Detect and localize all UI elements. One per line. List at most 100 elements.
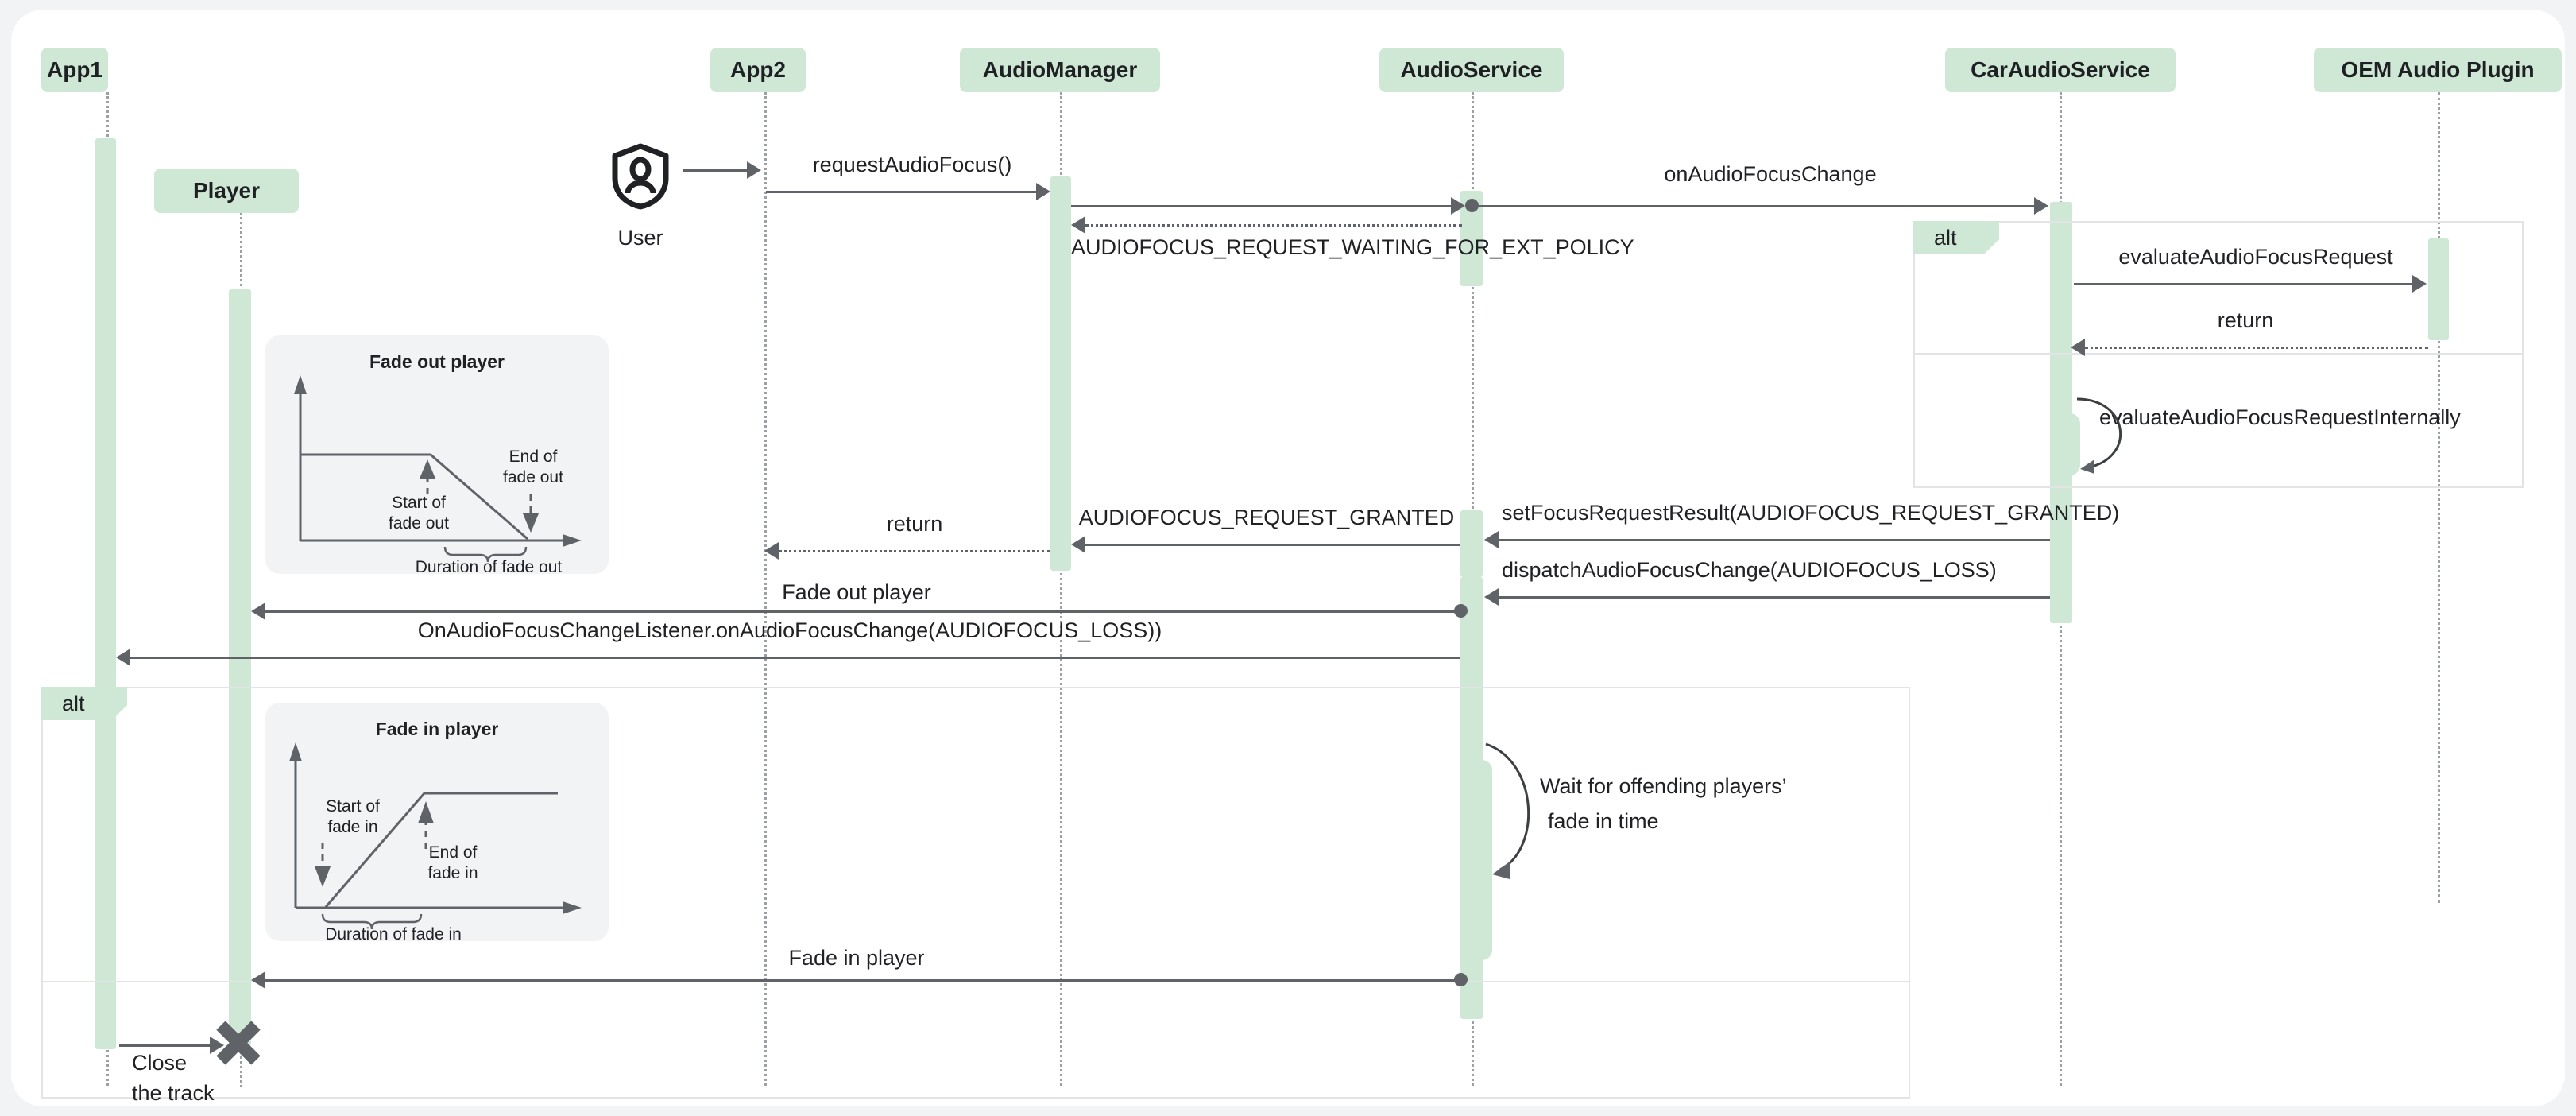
message-label-oem-return: return <box>2217 308 2274 332</box>
note-annotation-duration-fade-in: Duration of fade in <box>325 925 462 944</box>
participant-app1[interactable]: App1 <box>41 48 108 92</box>
message-label-on-audio-focus-change: onAudioFocusChange <box>1664 162 1877 186</box>
participant-label: AudioManager <box>982 57 1138 82</box>
message-label-request-granted: AUDIOFOCUS_REQUEST_GRANTED <box>1078 506 1455 529</box>
fragment-alt-top-tag[interactable]: alt <box>1913 221 1999 254</box>
actor-user[interactable] <box>609 143 672 210</box>
arrow-set-focus-request-result <box>1484 531 1499 548</box>
arrow-fade-out-player <box>251 603 265 620</box>
arrow-oem-return <box>2071 339 2085 356</box>
activation-oemplugin <box>2428 238 2449 340</box>
note-annotation-duration-fade-out: Duration of fade out <box>415 558 563 576</box>
note-annotation-end-fade-out: End of fade out <box>503 448 563 486</box>
message-line-fade-out-player <box>265 610 1460 613</box>
self-call-arc-audioservice <box>1485 742 1530 879</box>
participant-audioservice[interactable]: AudioService <box>1379 48 1564 92</box>
message-origin-dot-fade-in <box>1454 973 1468 986</box>
diagram-canvas: App1 Player App2 AudioManager AudioServi… <box>11 10 2565 1106</box>
fade-in-chart <box>289 742 582 930</box>
fragment-label: alt <box>1934 226 1957 250</box>
message-label-wait-fade-in-line2: fade in time <box>1548 809 1659 833</box>
message-label-waiting-ext-policy: AUDIOFOCUS_REQUEST_WAITING_FOR_EXT_POLIC… <box>1071 235 1634 259</box>
shield-person-icon <box>612 143 669 210</box>
activation-caraudioservice-self <box>2060 413 2080 475</box>
message-line-dispatch-audio-focus-change <box>1499 596 2050 599</box>
note-fade-in-player: Fade in player Start of fade in End of f… <box>265 703 609 944</box>
actor-user-label: User <box>617 226 663 250</box>
message-line-user-app2 <box>683 169 748 172</box>
message-line-request-audio-focus <box>766 191 1041 193</box>
message-line-am-return <box>779 550 1050 552</box>
message-origin-dot-fade-out <box>1454 604 1468 618</box>
lifeline-termination-x-icon <box>216 1021 261 1065</box>
lifeline-audiomanager <box>1060 92 1062 1086</box>
message-origin-dot-on-audio-focus-change <box>1465 199 1479 212</box>
arrow-request-granted <box>1071 536 1085 553</box>
message-line-am-to-as <box>1071 205 1464 207</box>
arrow-on-audio-focus-change-listener <box>116 649 130 666</box>
fragment-alt-bottom <box>41 687 1910 1099</box>
participant-caraudioservice[interactable]: CarAudioService <box>1945 48 2176 92</box>
note-fade-out-player: Fade out player Start of fade out End of… <box>265 335 609 576</box>
note-title-fade-in: Fade in player <box>375 719 499 739</box>
message-line-set-focus-request-result <box>1499 539 2050 541</box>
message-line-on-audio-focus-change-listener <box>130 657 1460 659</box>
message-label-on-audio-focus-change-listener: OnAudioFocusChangeListener.onAudioFocusC… <box>417 618 1162 642</box>
lifeline-oemplugin <box>2438 92 2440 903</box>
fragment-label: alt <box>62 692 85 715</box>
message-line-close-the-track <box>119 1044 215 1047</box>
message-label-fade-out-player: Fade out player <box>782 580 931 604</box>
message-line-oem-return <box>2085 347 2428 349</box>
message-label-am-return: return <box>886 512 943 536</box>
participant-player[interactable]: Player <box>154 169 299 213</box>
message-label-close-track-line2: the track <box>132 1081 215 1105</box>
arrow-evaluate-audio-focus-request <box>2412 275 2427 293</box>
fragment-alt-bottom-divider <box>41 981 1910 982</box>
participant-audiomanager[interactable]: AudioManager <box>960 48 1160 92</box>
message-label-dispatch-audio-focus-change: dispatchAudioFocusChange(AUDIOFOCUS_LOSS… <box>1502 558 1997 582</box>
note-annotation-end-fade-in: End of fade in <box>427 843 478 882</box>
note-title-fade-out: Fade out player <box>369 351 505 372</box>
note-annotation-start-fade-in: Start of fade in <box>326 797 380 836</box>
participant-label: CarAudioService <box>1971 57 2150 82</box>
participant-app2[interactable]: App2 <box>710 48 806 92</box>
message-label-set-focus-request-result: setFocusRequestResult(AUDIOFOCUS_REQUEST… <box>1502 501 2120 525</box>
participant-label: App2 <box>730 57 786 82</box>
message-line-waiting-ext-policy <box>1085 224 1462 227</box>
fragment-alt-bottom-tag[interactable]: alt <box>41 687 127 720</box>
message-label-evaluate-internally: evaluateAudioFocusRequestInternally <box>2099 405 2461 429</box>
participant-label: App1 <box>47 57 102 82</box>
activation-audiomanager <box>1050 176 1071 571</box>
arrow-dispatch-audio-focus-change <box>1484 588 1499 606</box>
lifeline-app2 <box>764 92 767 1086</box>
message-label-fade-in-player: Fade in player <box>788 946 925 970</box>
message-line-request-granted <box>1085 544 1460 546</box>
fade-out-chart <box>294 375 582 563</box>
message-line-fade-in-player <box>265 979 1460 982</box>
activation-player <box>229 289 251 1046</box>
message-label-request-audio-focus: requestAudioFocus() <box>812 153 1012 176</box>
arrow-fade-in-player <box>251 971 265 989</box>
fragment-alt-top-divider <box>1913 353 2524 355</box>
participant-label: OEM Audio Plugin <box>2341 57 2535 82</box>
note-annotation-start-fade-out: Start of fade out <box>389 494 449 533</box>
message-label-evaluate-audio-focus-request: evaluateAudioFocusRequest <box>2118 245 2393 269</box>
arrow-am-return <box>764 542 779 560</box>
activation-caraudioservice <box>2050 202 2072 623</box>
participant-oemplugin[interactable]: OEM Audio Plugin <box>2314 48 2562 92</box>
activation-audioservice-2 <box>1460 510 1483 577</box>
self-call-arc-caraudioservice <box>2076 397 2122 474</box>
fragment-alt-top <box>1913 221 2524 488</box>
arrow-on-audio-focus-change <box>2034 197 2048 215</box>
participant-label: AudioService <box>1400 57 1543 82</box>
arrow-request-audio-focus <box>1036 183 1050 200</box>
arrow-am-to-as <box>1451 197 1465 215</box>
arrow-user-app2 <box>747 161 761 179</box>
participant-label: Player <box>192 178 261 203</box>
arrow-close-the-track <box>210 1037 224 1054</box>
message-line-on-audio-focus-change <box>1473 205 2039 207</box>
activation-app1 <box>95 138 116 1049</box>
arrow-waiting-ext-policy <box>1071 216 1085 234</box>
message-label-wait-fade-in-line1: Wait for offending players’ <box>1540 774 1787 798</box>
activation-audioservice-self <box>1472 760 1492 960</box>
